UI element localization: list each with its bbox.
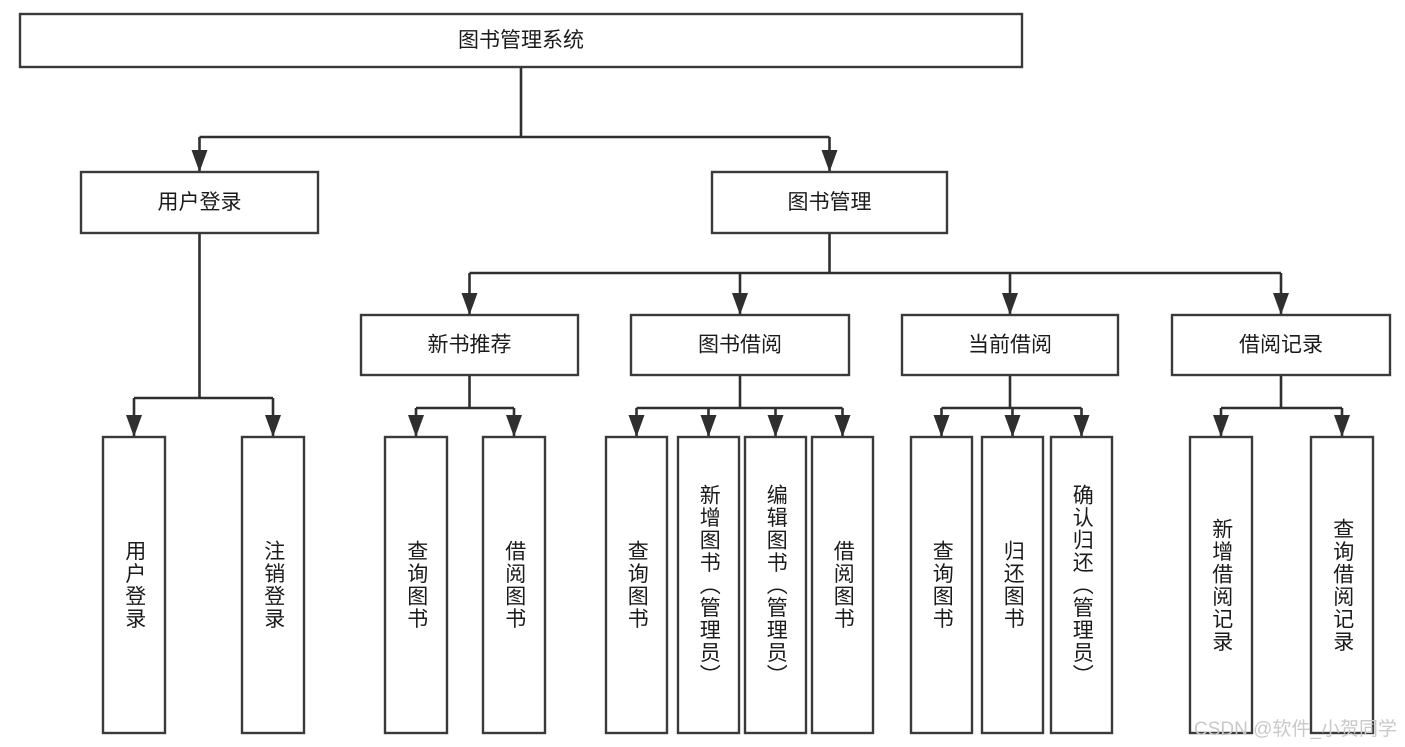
- arrow-head-icon: [1004, 415, 1021, 437]
- leaf-node-leaf-borrow-book-b[interactable]: [810, 435, 875, 735]
- arrow-head-icon: [732, 293, 748, 315]
- level2-node-borrow-record[interactable]: [1170, 313, 1392, 377]
- node-box-layer: [18, 12, 1392, 735]
- level1-node-book-manage[interactable]: [710, 170, 949, 235]
- level2-label-borrow-record: 借阅记录: [1239, 334, 1323, 357]
- root-node-图书管理系统[interactable]: [18, 12, 1024, 69]
- level1-node-user-login[interactable]: [79, 170, 320, 235]
- level1-label-book-manage: 图书管理: [788, 191, 872, 214]
- level2-label-book-borrow: 图书借阅: [698, 334, 782, 357]
- leaf-node-leaf-query-book-rec[interactable]: [383, 435, 449, 735]
- level2-label-current-borrow: 当前借阅: [968, 334, 1052, 357]
- arrow-head-icon: [1073, 415, 1090, 437]
- leaf-node-leaf-query-record[interactable]: [1309, 435, 1375, 735]
- arrow-head-icon: [126, 415, 142, 437]
- arrow-head-icon: [821, 150, 838, 172]
- leaf-node-leaf-add-record[interactable]: [1188, 435, 1254, 735]
- arrow-head-icon: [506, 415, 522, 437]
- level2-node-current-borrow[interactable]: [900, 313, 1120, 377]
- level2-node-book-borrow[interactable]: [629, 313, 851, 377]
- leaf-node-leaf-edit-book[interactable]: [743, 435, 808, 735]
- leaf-node-leaf-borrow-book-rec[interactable]: [481, 435, 547, 735]
- arrow-head-icon: [933, 415, 950, 437]
- leaf-node-leaf-confirm-return[interactable]: [1049, 435, 1114, 735]
- leaf-node-leaf-add-book[interactable]: [676, 435, 741, 735]
- arrow-head-icon: [1334, 415, 1350, 437]
- arrow-head-icon: [700, 415, 717, 437]
- arrow-head-icon: [834, 415, 851, 437]
- arrow-head-icon: [191, 150, 208, 172]
- leaf-node-leaf-query-book-c[interactable]: [909, 435, 974, 735]
- leaf-node-leaf-query-book-b[interactable]: [604, 435, 669, 735]
- leaf-node-leaf-user-login[interactable]: [101, 435, 167, 735]
- arrow-head-icon: [767, 415, 784, 437]
- leaf-node-leaf-user-logout[interactable]: [240, 435, 306, 735]
- level2-node-new-book-recommend[interactable]: [359, 313, 580, 377]
- arrow-head-icon: [1002, 293, 1018, 315]
- arrow-head-icon: [1273, 293, 1289, 315]
- arrow-head-icon: [628, 415, 645, 437]
- arrow-head-icon: [265, 415, 281, 437]
- arrow-head-icon: [1213, 415, 1229, 437]
- level2-label-new-book-recommend: 新书推荐: [428, 334, 512, 357]
- root-node-label: 图书管理系统: [458, 29, 584, 52]
- level1-label-user-login: 用户登录: [158, 191, 242, 214]
- arrow-head-icon: [408, 415, 424, 437]
- leaf-node-leaf-return-book[interactable]: [980, 435, 1045, 735]
- connector-layer: [126, 67, 1350, 437]
- watermark: CSDN @软件_小贺同学: [1194, 719, 1397, 740]
- arrow-head-icon: [461, 293, 478, 315]
